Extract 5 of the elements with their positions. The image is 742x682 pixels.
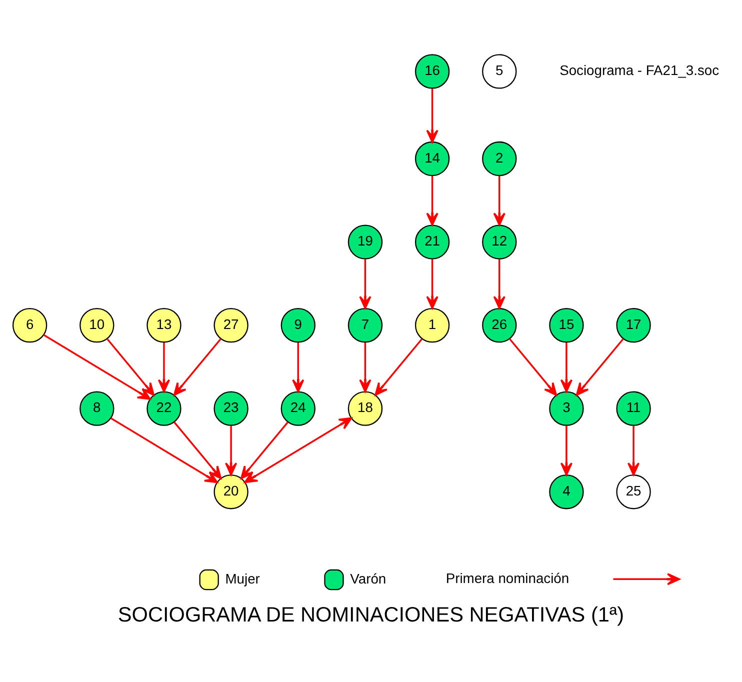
- legend-label: Mujer: [225, 570, 260, 586]
- legend-label: Varón: [350, 570, 386, 586]
- diagram-title: SOCIOGRAMA DE NOMINACIONES NEGATIVAS (1ª): [118, 602, 624, 626]
- legend-label: Primera nominación: [446, 569, 570, 586]
- label: Sociograma - FA21_3.soc: [560, 62, 720, 78]
